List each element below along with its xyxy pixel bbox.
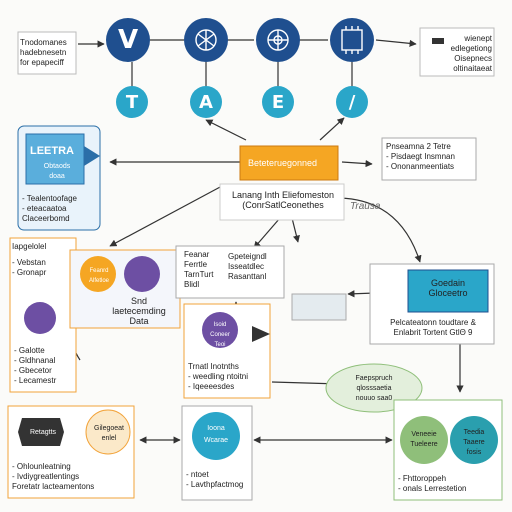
green-circle <box>400 416 448 464</box>
letter-v: V <box>117 25 139 55</box>
purple-feature-circle <box>202 312 238 348</box>
bottom-right-list: - Fhttoroppeh - onals Lerrestetion <box>398 474 467 493</box>
center-right-note: Pnseamna 2 Tetre - Pisdaegt Insmnan - On… <box>386 142 455 171</box>
bottom-right-c2: Teedia Taaere fosis <box>463 429 485 456</box>
center-subtitle: Lanang Inth Eliefomeston (ConrSatlCeonet… <box>231 190 335 210</box>
left-block <box>9 125 181 393</box>
circle-letter-t <box>116 86 148 118</box>
connector <box>253 217 281 249</box>
connector <box>109 185 223 247</box>
purple-circle <box>124 256 160 292</box>
left-list: - Tealentoofage - eteacaatoa Claceerbomd <box>22 194 78 223</box>
mid-caption: Snd laetecemding Data <box>112 296 166 326</box>
connectors <box>45 39 464 444</box>
chip-icon <box>341 26 363 54</box>
curve-text: Trausa <box>350 201 381 212</box>
top-right-note: wienept edlegetiong Oisepnecs oltinaitae… <box>450 34 492 73</box>
left-bullets: - Galotte - Gldhnanal - Gbecetor - Lecam… <box>14 346 57 385</box>
right-block <box>291 263 495 413</box>
circle-letter-a <box>190 86 222 118</box>
bottom-right-c1: Veneeie Tueleere <box>410 431 438 448</box>
bottom-center-sub: Wcarae <box>203 437 229 444</box>
orange-circle <box>80 256 116 292</box>
right-note-box <box>381 137 477 181</box>
left-mid-sub: - Vebstan - Gronapr <box>12 258 47 277</box>
sub-box <box>219 183 345 221</box>
bottom-left-list: - Ohlounleatning - Ivdiygreatlentings Fo… <box>12 462 95 491</box>
circle-chip-icon <box>330 18 374 62</box>
dark-hexagon <box>18 418 64 446</box>
connector <box>291 217 300 243</box>
leetra-title: LEETRA <box>30 145 74 157</box>
teal-circle <box>450 416 498 464</box>
feature-card-text: Feanar Ferrtle TarnTurt Blidl <box>184 250 214 289</box>
circle-letter-slash <box>336 86 368 118</box>
letter-slash: / <box>348 91 356 113</box>
connector <box>205 119 247 141</box>
connector <box>339 197 422 263</box>
letter-t: T <box>125 91 139 113</box>
bottom-center-list: - ntoet - Lavthpfactmog <box>186 470 244 489</box>
leetra-box <box>25 133 85 185</box>
center-block <box>219 137 477 221</box>
small-gray-box <box>291 293 347 321</box>
circle1-label: Feanrd Alfetloe <box>88 268 109 284</box>
letter-e: E <box>271 91 285 113</box>
bottom-left-label: Retagtts <box>29 429 57 436</box>
bottom-center-title: Ioona <box>207 425 225 432</box>
connector <box>319 117 345 141</box>
top-left-note: Tnodomanes hadebnesetn for epapeciff <box>20 38 67 67</box>
purple-caption: Trnatl Inotnths - weedling ntoitni - Iqe… <box>188 362 249 391</box>
gear-globe-icon <box>267 29 289 51</box>
bottom-orange-circle <box>85 409 131 455</box>
left-note-box <box>17 31 77 75</box>
ellipse-text: Faepspruch qlosssaetia nouuo saa0 <box>355 375 393 402</box>
top-row <box>17 18 495 118</box>
bottom-left-right-label: Gilegoeat enlel <box>94 425 124 442</box>
feature-card <box>175 245 285 299</box>
purple-label: Isoid Coneer Teoi <box>210 322 230 348</box>
right-note: Pelcateatonn toudtare & Enlabrit Tortent… <box>390 318 476 337</box>
orange-title-box <box>239 145 339 181</box>
orange-title: Beteteruegonned <box>248 158 318 168</box>
network-icon <box>195 29 217 51</box>
feature-card-side: Gpeteigndl Isseatdlec Rasanttanl <box>228 252 267 281</box>
right-note-box <box>419 27 495 77</box>
circle-letter-e <box>262 86 294 118</box>
play-shape <box>252 326 270 342</box>
connector <box>375 39 417 47</box>
circle-letter-v <box>106 18 150 62</box>
window-icon <box>432 38 444 44</box>
letter-a: A <box>199 91 213 113</box>
teal-box-text: Goedain Gloceetro <box>428 278 468 298</box>
bottom-block <box>7 399 503 501</box>
purple-small-circle <box>24 302 56 334</box>
bottom-teal-circle <box>192 412 240 460</box>
mid-block <box>175 245 285 399</box>
teal-box <box>407 269 489 313</box>
arrow-tab <box>84 146 100 166</box>
connector <box>341 159 373 168</box>
leetra-sub: Obtaods doaa <box>43 163 71 180</box>
left-mid-title: Iapgelolel <box>12 242 47 251</box>
